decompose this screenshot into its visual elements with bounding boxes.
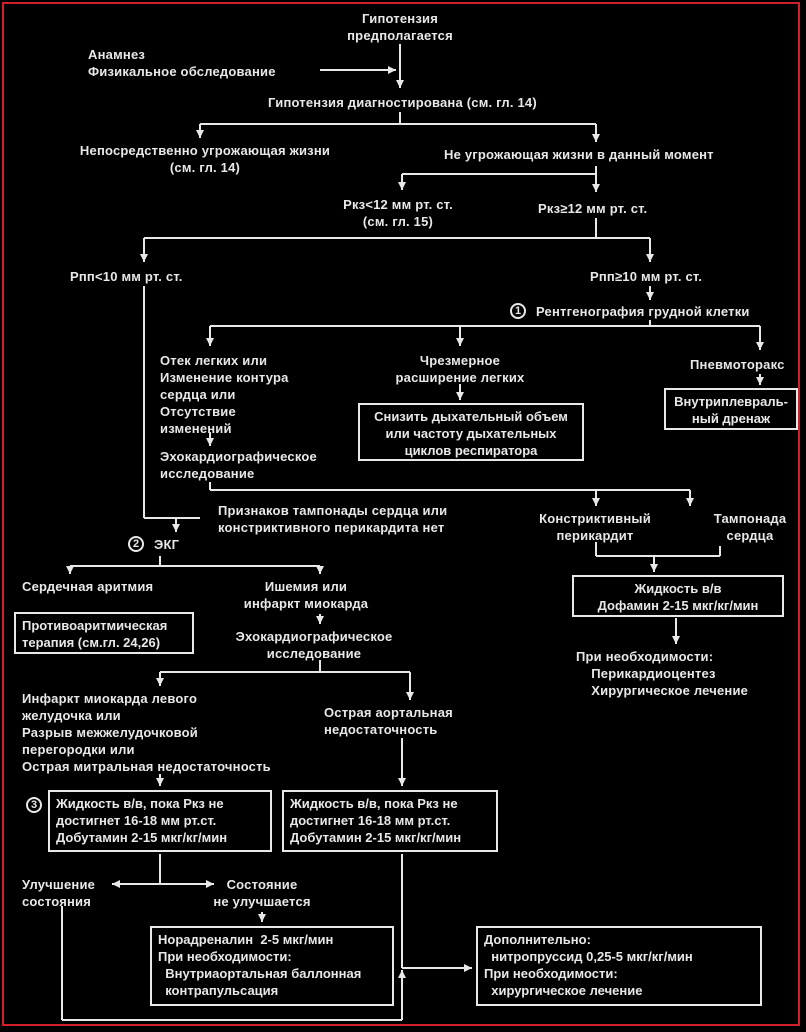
node-pkz-high: Pкз≥12 мм рт. ст. <box>538 201 648 216</box>
box-additional: Дополнительно: нитропруссид 0,25-5 мкг/к… <box>476 926 762 1006</box>
connector-arrowhead <box>112 880 120 888</box>
connector-arrowhead <box>592 498 600 506</box>
connector-arrowhead <box>646 254 654 262</box>
connector-arrowhead <box>196 130 204 138</box>
node-no-tamponade: Признаков тампонады сердца или констрикт… <box>218 503 448 535</box>
connector-arrowhead <box>172 524 180 532</box>
connector-arrowhead <box>398 778 406 786</box>
node-ecg: ЭКГ <box>154 537 180 552</box>
connector-arrowhead <box>206 438 214 446</box>
connector-arrowhead <box>756 377 764 385</box>
connector-arrowhead <box>456 392 464 400</box>
box-fluid-dopamine: Жидкость в/в Дофамин 2-15 мкг/кг/мин <box>572 575 784 617</box>
connector-arrowhead <box>592 134 600 142</box>
step-marker-1: 1 <box>510 303 526 319</box>
node-not-life-threatening: Не угрожающая жизни в данный момент <box>444 147 714 162</box>
connector-arrowhead <box>316 566 324 574</box>
node-arrhythmia: Сердечная аритмия <box>22 579 154 594</box>
connector-arrowhead <box>592 184 600 192</box>
node-pneumothorax: Пневмоторакс <box>690 357 785 372</box>
node-overinflation: Чрезмерное расширение легких <box>395 353 525 385</box>
connector-arrowhead <box>672 636 680 644</box>
connector-arrowhead <box>398 970 406 978</box>
node-pkz-low: Pкз<12 мм рт. ст. (см. гл. 15) <box>343 197 453 229</box>
connector-arrowhead <box>156 678 164 686</box>
node-ischemia: Ишемия или инфаркт миокарда <box>243 579 369 611</box>
box-norepinephrine: Норадреналин 2-5 мкг/мин При необходимос… <box>150 926 394 1006</box>
connector-arrowhead <box>140 254 148 262</box>
step-marker-2: 2 <box>128 536 144 552</box>
box-pleural-drain: Внутриплевраль- ный дренаж <box>664 388 798 430</box>
node-lv-infarct: Инфаркт миокарда левого желудочка или Ра… <box>22 691 271 774</box>
connector-arrowhead <box>66 566 74 574</box>
connector-arrowhead <box>398 182 406 190</box>
node-echo-2: Эхокардиографическое исследование <box>235 629 393 661</box>
node-not-improved: Состояние не улучшается <box>213 877 311 909</box>
connector-arrowhead <box>456 338 464 346</box>
connector-arrowhead <box>406 692 414 700</box>
connector-arrowhead <box>650 564 658 572</box>
node-pulmonary-edema: Отек легких или Изменение контура сердца… <box>160 353 289 436</box>
connector-arrowhead <box>258 914 266 922</box>
connector-arrowhead <box>206 880 214 888</box>
connector-arrowhead <box>388 66 396 74</box>
node-chest-xray: Рентгенография грудной клетки <box>536 304 750 319</box>
node-anamnesis: Анамнез Физикальное обследование <box>88 47 276 79</box>
box-reduce-tidal-volume: Снизить дыхательный объем или частоту ды… <box>358 403 584 461</box>
box-fluid-dobutamine-right: Жидкость в/в, пока Pкз не достигнет 16-1… <box>282 790 498 852</box>
connector-arrowhead <box>686 498 694 506</box>
node-ppp-high: Pпп≥10 мм рт. ст. <box>590 269 703 284</box>
node-life-threatening: Непосредственно угрожающая жизни (см. гл… <box>79 143 331 175</box>
connector-arrowhead <box>316 616 324 624</box>
node-tamponade: Тампонада сердца <box>713 511 787 543</box>
connector-arrowhead <box>464 964 472 972</box>
node-ppp-low: Pпп<10 мм рт. ст. <box>70 269 183 284</box>
node-aortic-insufficiency: Острая аортальная недостаточность <box>324 705 453 737</box>
node-hypotension-diagnosed: Гипотензия диагностирована (см. гл. 14) <box>268 95 537 110</box>
node-echo-1: Эхокардиографическое исследование <box>160 449 317 481</box>
connector-arrowhead <box>646 292 654 300</box>
node-hypotension-suspected: Гипотензия предполагается <box>347 11 453 43</box>
node-constrictive-pericarditis: Констриктивный перикардит <box>539 511 651 543</box>
node-pericardiocentesis: При необходимости: Перикардиоцентез Хиру… <box>576 649 749 698</box>
connector-arrowhead <box>396 80 404 88</box>
box-fluid-dobutamine-left: Жидкость в/в, пока Pкз не достигнет 16-1… <box>48 790 272 852</box>
connector-arrowhead <box>156 778 164 786</box>
node-improved: Улучшение состояния <box>22 877 96 909</box>
step-marker-3: 3 <box>26 797 42 813</box>
connector-arrowhead <box>206 338 214 346</box>
box-antiarrhythmic: Противоаритмическая терапия (см.гл. 24,2… <box>14 612 194 654</box>
connector-arrowhead <box>756 342 764 350</box>
